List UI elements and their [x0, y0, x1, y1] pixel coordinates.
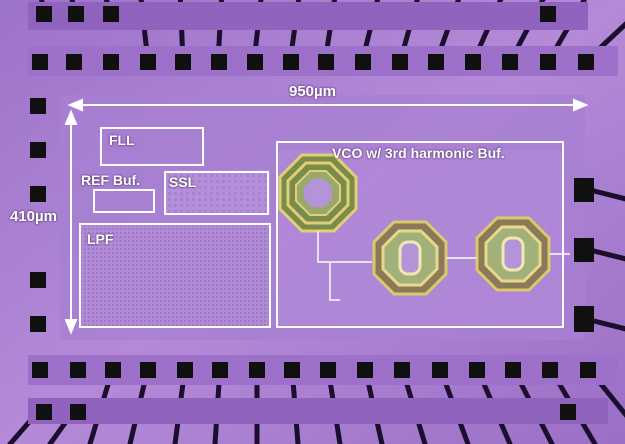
vco-inductor-3	[475, 216, 551, 292]
top-pads	[32, 6, 594, 70]
vco-inductor-2	[372, 220, 448, 296]
height-dimension-arrow	[64, 109, 78, 335]
vco-inductor-1	[278, 153, 358, 233]
left-pads	[30, 98, 46, 332]
width-dimension-arrow	[67, 98, 589, 112]
fll-label: FLL	[109, 132, 135, 148]
block-outlines	[79, 127, 564, 328]
ref-buf-outline	[93, 189, 155, 213]
ssl-outline	[164, 171, 269, 215]
vco-outline	[276, 141, 564, 328]
die-width-label: 950µm	[289, 83, 337, 100]
right-pads	[574, 178, 594, 332]
vco-routing	[317, 231, 570, 301]
vco-label: VCO w/ 3rd harmonic Buf.	[332, 145, 505, 161]
lpf-outline	[79, 223, 271, 328]
ssl-texture	[165, 170, 270, 214]
lpf-texture	[80, 225, 270, 327]
ssl-label: SSL	[169, 174, 197, 190]
die-height-label: 410µm	[10, 208, 58, 225]
fll-outline	[100, 127, 204, 166]
ref-buf-label: REF Buf.	[81, 172, 141, 188]
lpf-label: LPF	[87, 231, 114, 247]
right-bondwires	[587, 187, 625, 332]
bottom-pads	[32, 362, 596, 420]
bottom-pad-ring	[28, 355, 618, 424]
